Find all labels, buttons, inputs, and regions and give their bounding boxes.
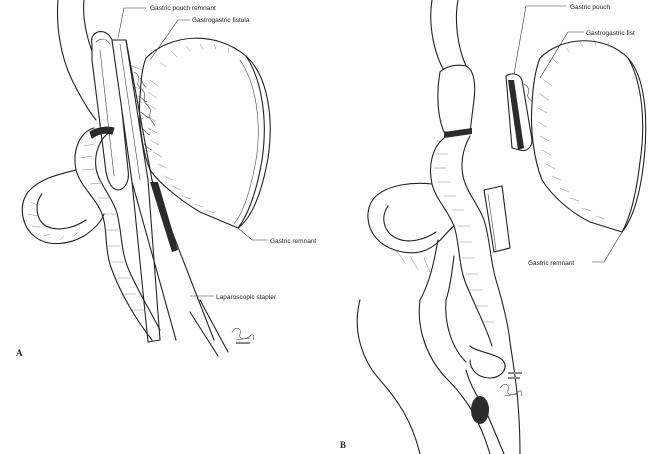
lower-bowel-b [357,240,520,454]
jejunal-limb-b [368,136,510,346]
panel-b: Gastric pouch Gastrogastric fist Gastric… [340,0,646,454]
esophagus-b [431,0,466,74]
panel-letter-b: B [340,440,346,450]
label-gastrogastric-fistula-b: Gastrogastric fist [586,30,635,37]
anastomosis-lumen-b [471,396,489,424]
label-gastric-remnant-b: Gastric remnant [528,260,574,267]
panel-letter-a: A [16,348,23,358]
label-laparoscopic-stapler-a: Laparoscopic stapler [216,294,277,301]
label-gastrogastric-fistula-a: Gastrogastric fistula [192,17,250,24]
leader-gastric-remnant-a [238,228,268,240]
leader-gastric-remnant-b [592,232,622,262]
panel-a: Gastric pouch remnant Gastrogastric fist… [16,0,316,358]
stapled-segment-b [484,186,510,252]
artist-signature-b [500,372,522,396]
artist-signature-a [232,328,254,344]
label-gastric-remnant-a: Gastric remnant [270,238,316,245]
gastric-remnant-b [531,40,645,232]
leader-gastric-pouch-remnant-a [118,8,146,38]
label-gastric-pouch-remnant-a: Gastric pouch remnant [150,5,216,12]
label-gastric-pouch-b: Gastric pouch [570,4,610,11]
gastric-pouch-b [438,65,475,138]
